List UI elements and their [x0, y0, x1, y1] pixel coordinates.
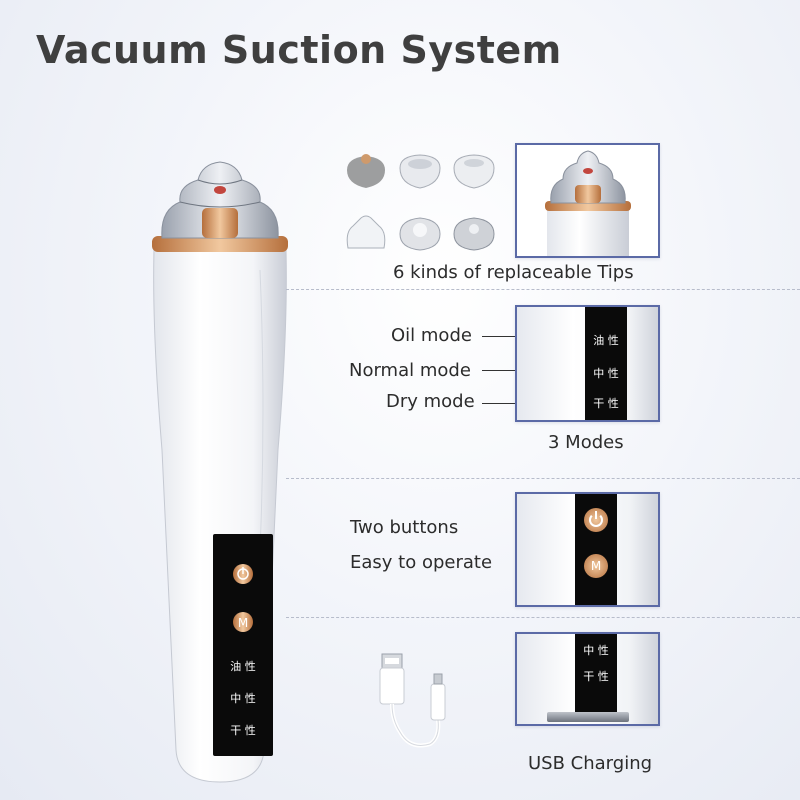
- buttons-line-2: Easy to operate: [350, 552, 493, 573]
- buttons-line-1: Two buttons: [350, 517, 459, 538]
- tip-small-round: [399, 217, 441, 251]
- dry-mode-label: Dry mode: [386, 391, 475, 412]
- usb-panel-dry: 干 性: [583, 670, 609, 683]
- device-mode-normal: 中 性: [230, 691, 256, 705]
- tip-large-round: [399, 154, 441, 189]
- tip-oval: [346, 215, 386, 249]
- usb-port-closeup: 中 性 干 性: [515, 632, 660, 726]
- mode-panel-dry: 干 性: [593, 397, 619, 410]
- buttons-closeup: M: [515, 492, 660, 607]
- tips-caption: 6 kinds of replaceable Tips: [393, 262, 634, 283]
- usb-caption: USB Charging: [528, 753, 653, 774]
- power-icon: [589, 513, 603, 527]
- mode-panel: 油 性 中 性 干 性: [585, 307, 627, 420]
- buttons-panel: M: [575, 494, 617, 605]
- normal-mode-label: Normal mode: [349, 360, 471, 381]
- tip-pore-cleaner: [347, 154, 385, 188]
- usb-cable: [379, 653, 446, 748]
- power-icon-stem: [595, 511, 597, 519]
- device-mode-oil: 油 性: [230, 659, 256, 673]
- mode-panel-oil: 油 性: [593, 334, 619, 347]
- page-title: Vacuum Suction System: [36, 28, 562, 72]
- device-head-closeup: [515, 143, 660, 258]
- device-mode-button-label: M: [238, 616, 248, 630]
- mode-button-label: M: [590, 559, 602, 573]
- usb-panel-normal: 中 性: [583, 644, 609, 657]
- device-mode-dry: 干 性: [230, 723, 256, 737]
- usb-panel: 中 性 干 性: [575, 634, 617, 712]
- usb-port: [547, 712, 629, 722]
- tip-micro-round: [453, 217, 495, 251]
- mode-button: M: [584, 554, 608, 578]
- separator: [286, 478, 800, 479]
- oil-mode-label: Oil mode: [391, 325, 472, 346]
- modes-caption: 3 Modes: [548, 432, 624, 453]
- power-button: [584, 508, 608, 532]
- mode-panel-normal: 中 性: [593, 367, 619, 380]
- tip-medium-round: [453, 154, 495, 189]
- separator: [286, 289, 800, 290]
- separator: [286, 617, 800, 618]
- blackhead-remover-device: M 油 性 中 性 干 性: [152, 161, 288, 783]
- mode-panel-closeup: 油 性 中 性 干 性: [515, 305, 660, 422]
- device-head-image: [545, 150, 631, 256]
